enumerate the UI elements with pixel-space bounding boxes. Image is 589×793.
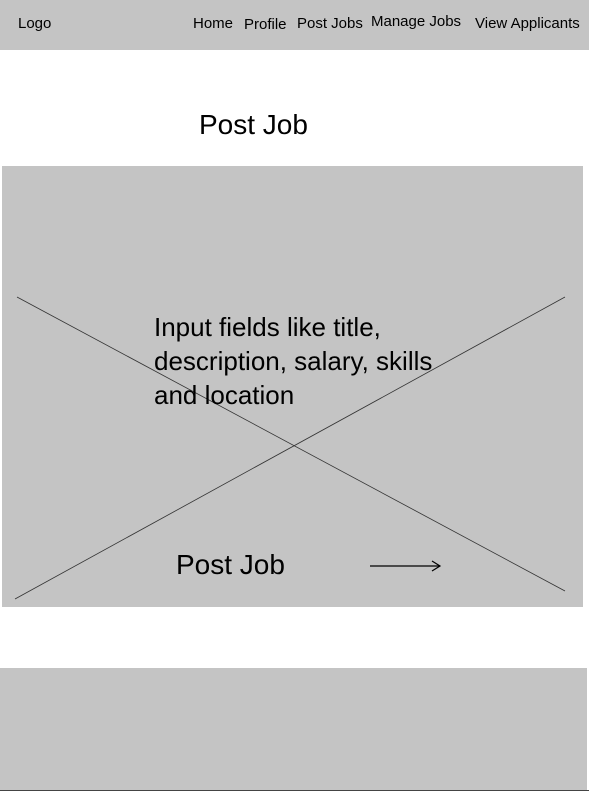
nav-view-applicants[interactable]: View Applicants bbox=[475, 15, 580, 32]
placeholder-cross-icon bbox=[14, 296, 566, 600]
nav-manage-jobs[interactable]: Manage Jobs bbox=[371, 13, 462, 30]
form-fields-description: Input fields like title, description, sa… bbox=[154, 312, 433, 410]
footer bbox=[0, 668, 587, 790]
nav-profile[interactable]: Profile bbox=[244, 16, 287, 33]
arrow-right-icon bbox=[370, 560, 442, 572]
logo[interactable]: Logo bbox=[18, 15, 52, 32]
nav-post-jobs[interactable]: Post Jobs bbox=[297, 15, 363, 32]
post-job-form-placeholder: Input fields like title, description, sa… bbox=[2, 166, 583, 607]
footer-divider bbox=[0, 790, 589, 791]
header-bar: Logo Home Profile Post Jobs Manage Jobs … bbox=[0, 0, 589, 50]
nav-home[interactable]: Home bbox=[193, 15, 234, 32]
post-job-button-label: Post Job bbox=[176, 549, 285, 580]
post-job-button[interactable]: Post Job bbox=[172, 544, 446, 588]
page-title: Post Job bbox=[199, 109, 308, 140]
